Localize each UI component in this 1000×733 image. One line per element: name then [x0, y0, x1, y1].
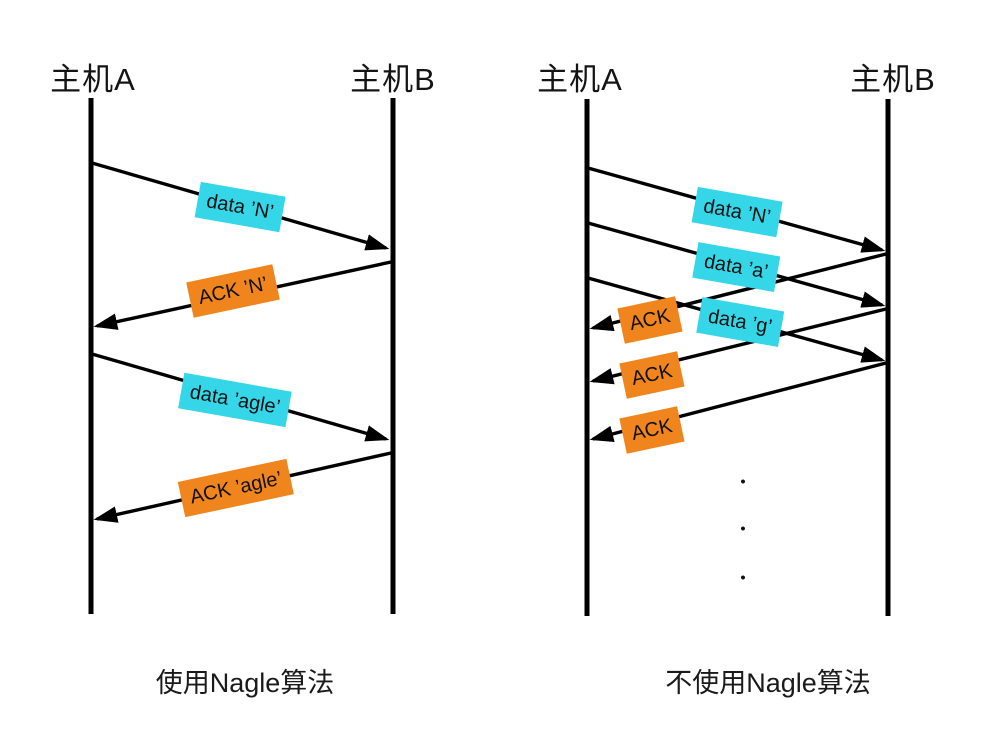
right-host-a-title: 主机A — [537, 62, 623, 97]
left-host-b-title: 主机B — [350, 62, 436, 97]
left-diagram-caption: 使用Nagle算法 — [155, 668, 335, 698]
continuation-dot: • — [740, 569, 746, 587]
right-diagram-caption: 不使用Nagle算法 — [665, 668, 871, 698]
left-host-a-title: 主机A — [50, 62, 136, 97]
continuation-dot: • — [740, 473, 746, 491]
continuation-dot: • — [740, 520, 746, 538]
right-host-b-title: 主机B — [850, 62, 936, 97]
